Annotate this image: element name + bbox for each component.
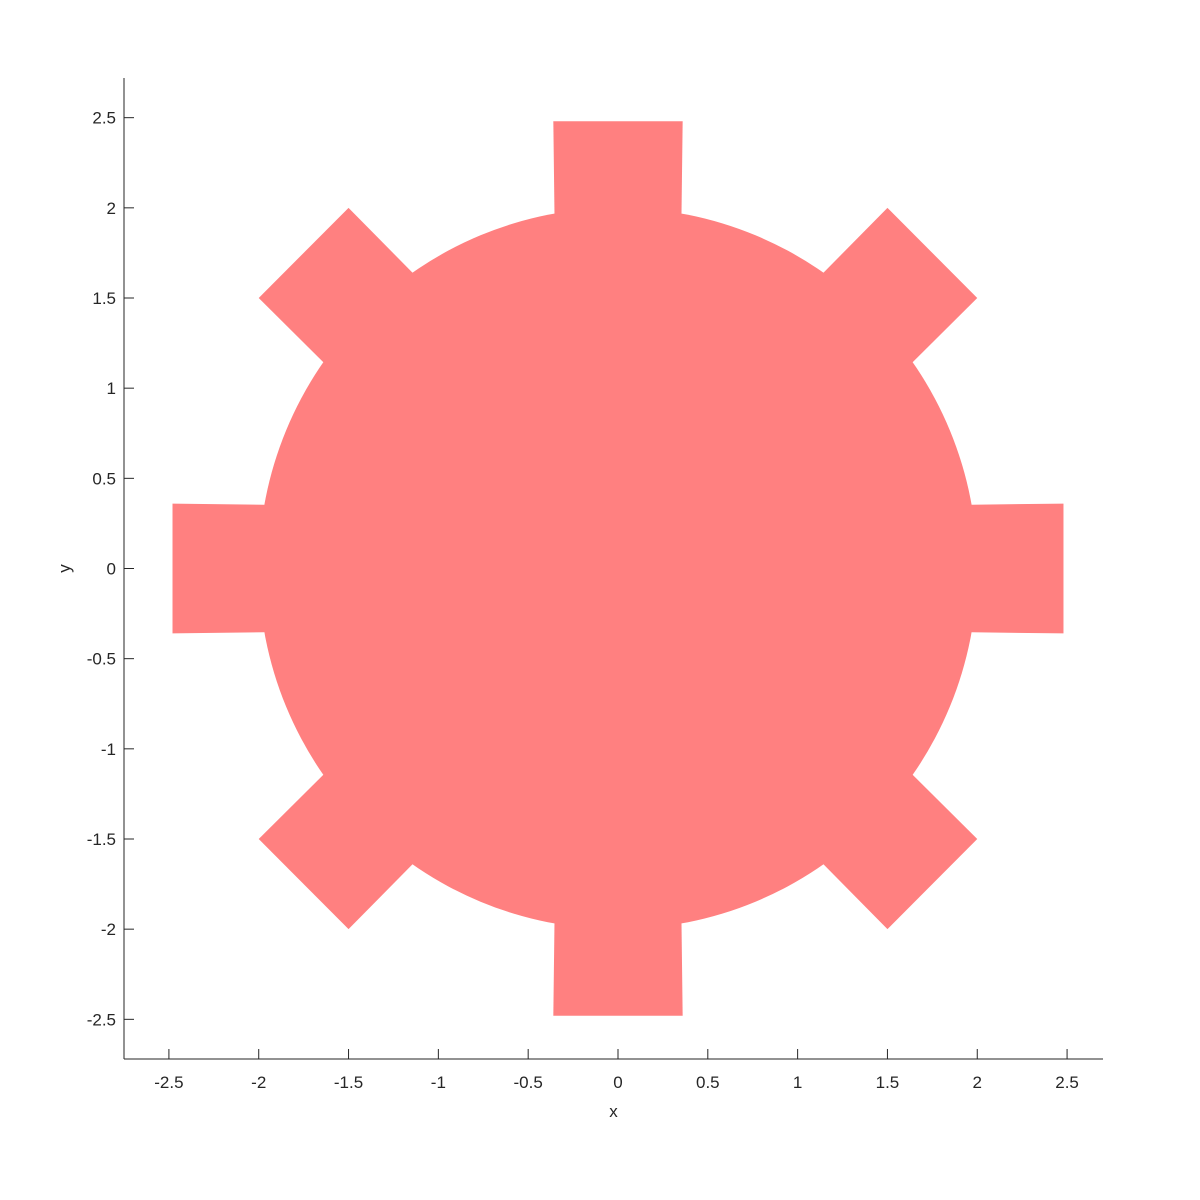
gear-tooth-0 (934, 503, 1064, 634)
gear-tooth-270 (553, 886, 683, 1016)
x-tick-label: -1 (431, 1073, 446, 1092)
x-tick-label: -1.5 (334, 1073, 363, 1092)
x-tick-label: 2 (973, 1073, 982, 1092)
x-ticks: -2.5 -2 -1.5 -1 -0.5 0 0.5 1 1.5 2 2.5 (154, 1049, 1079, 1092)
y-ticks: -2.5 -2 -1.5 -1 -0.5 0 0.5 1 1.5 2 2.5 (87, 109, 134, 1029)
x-tick-label: -0.5 (514, 1073, 543, 1092)
gear-tooth-180 (172, 503, 302, 634)
y-tick-label: 2 (107, 199, 116, 218)
y-tick-label: -1 (101, 740, 116, 759)
gear-body (258, 207, 978, 930)
x-tick-label: -2 (251, 1073, 266, 1092)
y-tick-label: -0.5 (87, 650, 116, 669)
y-tick-label: 0 (107, 560, 116, 579)
y-tick-label: -2.5 (87, 1010, 116, 1029)
x-tick-label: 0.5 (696, 1073, 720, 1092)
x-tick-label: -2.5 (154, 1073, 183, 1092)
gear-shape-layer (172, 121, 1064, 1016)
y-axis-label: y (55, 564, 74, 573)
y-tick-label: 2.5 (92, 109, 116, 128)
y-tick-label: -2 (101, 920, 116, 939)
y-tick-label: 0.5 (92, 469, 116, 488)
y-tick-label: 1.5 (92, 289, 116, 308)
gear-tooth-45 (797, 207, 978, 389)
gear-tooth-135 (258, 207, 439, 389)
x-tick-label: 2.5 (1055, 1073, 1079, 1092)
gear-tooth-90 (553, 121, 683, 251)
y-tick-label: 1 (107, 379, 116, 398)
x-tick-label: 1 (793, 1073, 802, 1092)
x-axis-label: x (609, 1102, 618, 1121)
gear-tooth-225 (258, 748, 439, 930)
gear-tooth-315 (797, 748, 978, 930)
x-tick-label: 0 (613, 1073, 622, 1092)
y-tick-label: -1.5 (87, 830, 116, 849)
x-tick-label: 1.5 (876, 1073, 900, 1092)
